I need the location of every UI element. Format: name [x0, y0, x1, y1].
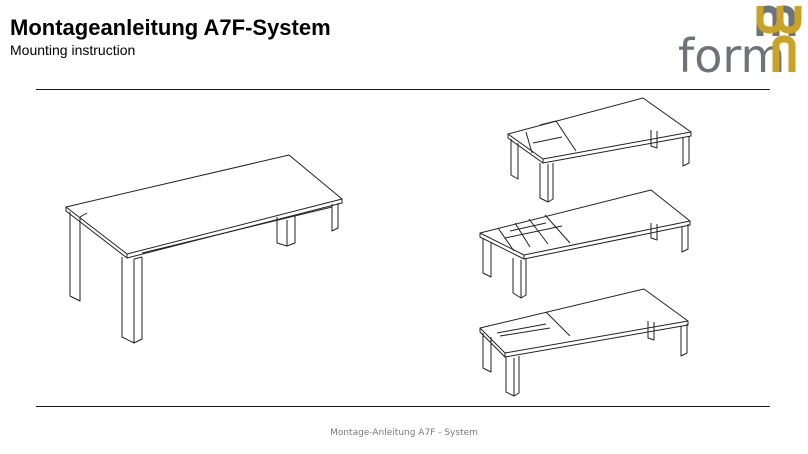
table-extended-drawing-2: [479, 189, 691, 299]
page-title: Montageanleitung A7F-System: [10, 15, 331, 40]
nu-form-logo: form: [678, 5, 802, 76]
header-divider: [36, 89, 770, 90]
footer-divider: [36, 406, 770, 407]
table-closed-drawing: [65, 154, 343, 344]
logo-gold-m-icon: [772, 35, 796, 72]
page-subtitle: Mounting instruction: [10, 42, 136, 58]
footer-text: Montage-Anleitung A7F - System: [330, 428, 478, 438]
logo-gold-arc-icon: [756, 6, 802, 34]
table-extended-drawing-1: [507, 97, 692, 203]
table-extended-drawing-3: [479, 288, 689, 397]
logo-text: form: [678, 29, 785, 76]
